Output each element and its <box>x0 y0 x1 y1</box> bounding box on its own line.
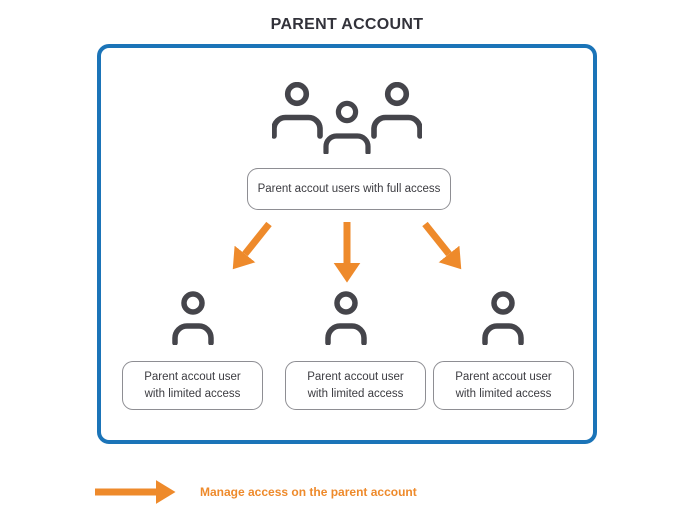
user-shoulders-icon <box>482 323 524 345</box>
right-arrow-icon <box>95 480 176 504</box>
parent-account-frame: Parent accout users with full access <box>97 44 597 444</box>
user-shoulders-icon <box>323 133 371 154</box>
legend: Manage access on the parent account <box>0 478 694 508</box>
limited-access-box: Parent accout user with limited access <box>285 361 426 410</box>
users-group-icon <box>272 82 422 154</box>
user-shoulders-icon <box>325 323 367 345</box>
user-shoulders-icon <box>371 114 422 139</box>
user-head-icon <box>334 291 358 315</box>
user-icon <box>325 291 367 345</box>
user-icon <box>482 291 524 345</box>
limited-access-label: Parent accout user with limited access <box>455 371 552 400</box>
limited-access-label: Parent accout user with limited access <box>307 371 404 400</box>
legend-label: Manage access on the parent account <box>200 485 417 499</box>
user-head-icon <box>384 82 410 107</box>
full-access-label: Parent accout users with full access <box>257 182 441 195</box>
user-head-icon <box>181 291 205 315</box>
user-shoulders-icon <box>172 323 214 345</box>
limited-access-box: Parent accout user with limited access <box>433 361 574 410</box>
page-title: PARENT ACCOUNT <box>270 16 424 33</box>
down-right-arrow-icon <box>422 221 462 270</box>
user-head-icon <box>335 100 359 124</box>
limited-access-box: Parent accout user with limited access <box>122 361 263 410</box>
full-access-box: Parent accout users with full access <box>247 168 451 210</box>
user-head-icon <box>284 82 310 107</box>
branch-arrows <box>232 221 462 283</box>
limited-access-label: Parent accout user with limited access <box>144 371 241 400</box>
user-head-icon <box>491 291 515 315</box>
user-shoulders-icon <box>272 114 323 139</box>
down-left-arrow-icon <box>232 221 272 270</box>
user-icon <box>172 291 214 345</box>
